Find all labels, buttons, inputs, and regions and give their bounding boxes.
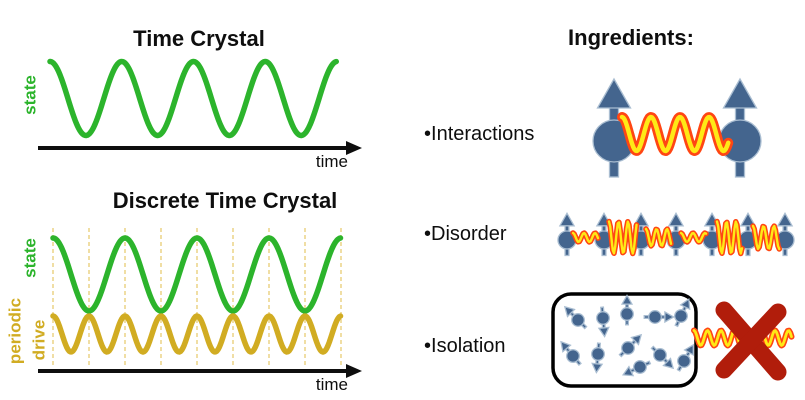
spin-icon: [738, 212, 758, 257]
time-axis-label-2: time: [315, 375, 348, 394]
spin-icon: [596, 306, 610, 338]
spin-icon: [618, 333, 643, 358]
time-crystal-title: Time Crystal: [133, 26, 265, 51]
disorder-graphic: [557, 212, 795, 257]
ingredient-item-isolation: •Isolation: [424, 336, 506, 356]
ingredient-item-disorder: •Disorder: [424, 224, 507, 244]
no-coupling-x-icon: [715, 301, 787, 381]
ingredient-label-disorder: Disorder: [431, 223, 507, 245]
spin-icon: [620, 294, 634, 326]
bullet-icon: •: [424, 223, 432, 245]
spin-icon: [563, 305, 588, 330]
state-axis-label-2: state: [20, 238, 40, 278]
time-axis-label-1: time: [315, 152, 348, 171]
ingredient-item-interactions: •Interactions: [424, 124, 534, 144]
state-axis-label-1: state: [20, 75, 40, 115]
bullet-icon: •: [424, 335, 432, 357]
ingredient-label-interactions: Interactions: [431, 123, 535, 145]
spin-icon: [650, 345, 675, 370]
spin-icon: [674, 297, 691, 328]
interactions-graphic: [592, 77, 762, 178]
spin-icon: [560, 340, 582, 367]
ingredient-label-isolation: Isolation: [431, 335, 506, 357]
discrete-time-crystal-title: Discrete Time Crystal: [112, 188, 338, 213]
bullet-icon: •: [424, 123, 432, 145]
spin-icon: [676, 343, 694, 372]
spin-icon: [718, 77, 762, 178]
spin-icon: [557, 212, 577, 257]
ingredients-title: Ingredients:: [568, 25, 694, 50]
isolation-graphic: [551, 292, 795, 388]
discrete-time-crystal-plot: [38, 228, 362, 378]
periodic-drive-label-line1: periodic: [5, 297, 25, 365]
spin-icon: [643, 310, 675, 324]
spin-icon: [621, 360, 652, 377]
periodic-drive-label-line2: drive: [29, 319, 49, 361]
time-crystal-plot: [38, 58, 362, 155]
spin-icon: [591, 342, 605, 374]
